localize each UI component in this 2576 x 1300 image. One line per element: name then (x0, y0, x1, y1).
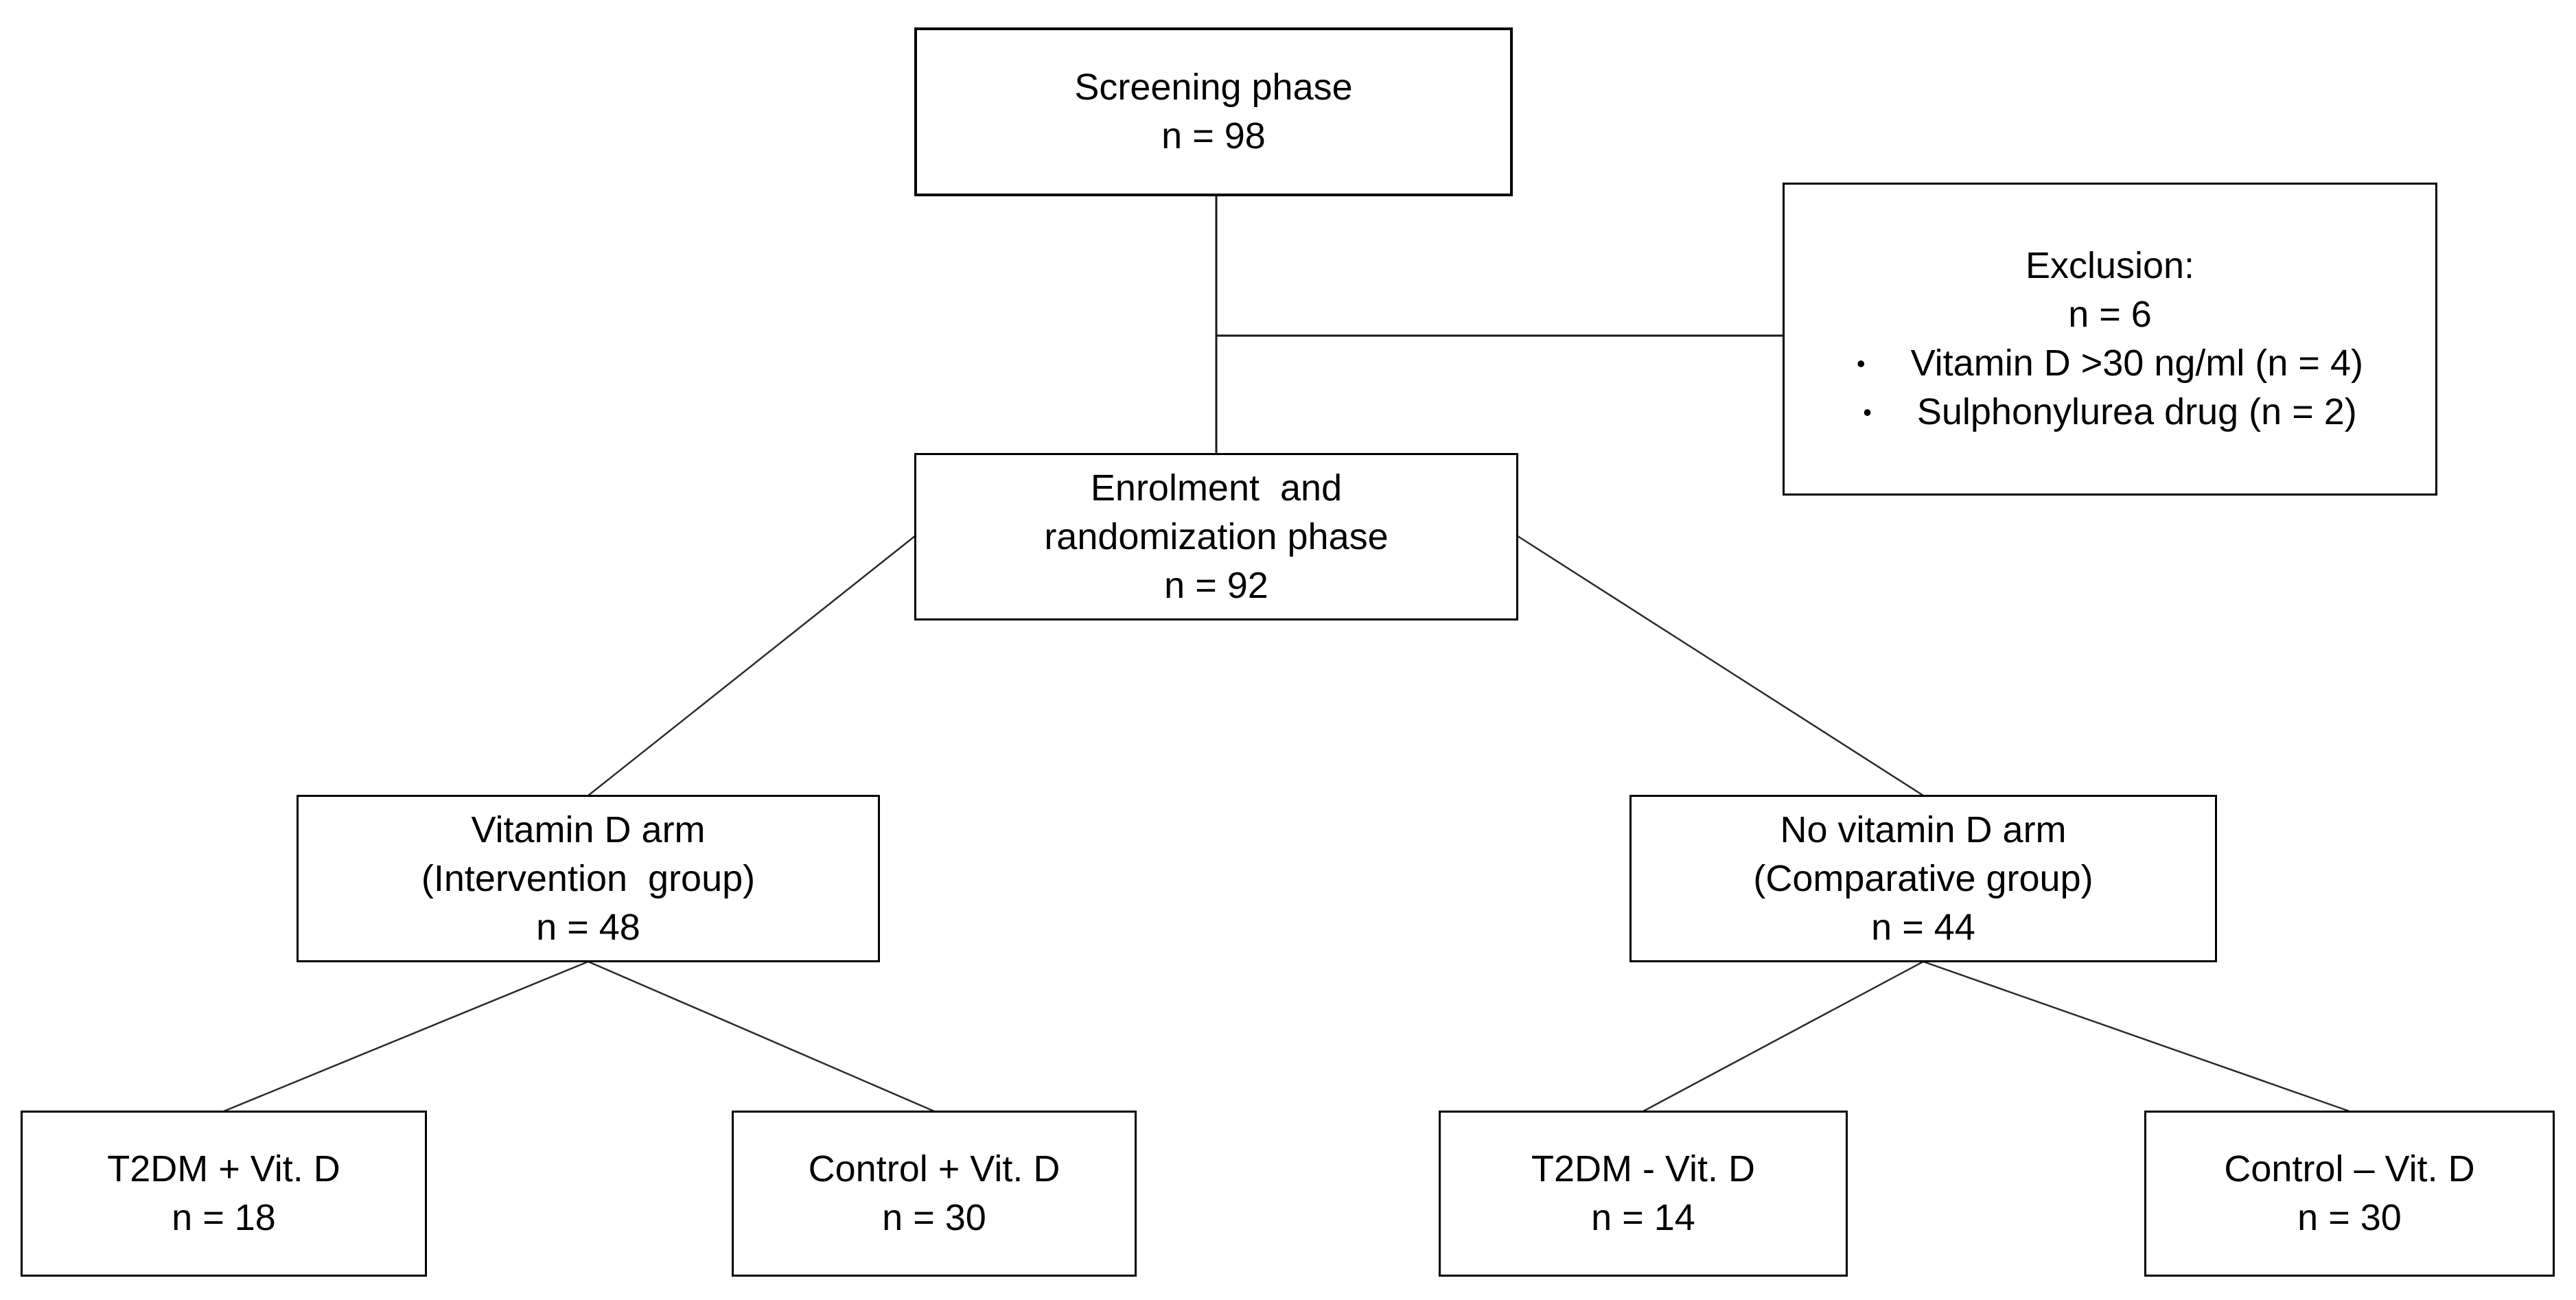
box-count: n = 44 (1871, 906, 1975, 948)
exclusion-bullet-item: • Vitamin D >30 ng/ml (n = 4) (1857, 339, 2363, 388)
bullet-icon: • (1857, 349, 1866, 378)
box-count: n = 18 (172, 1197, 276, 1238)
box-count: n = 98 (1161, 115, 1266, 156)
box-count: n = 30 (2297, 1197, 2402, 1238)
box-line: T2DM - Vit. D (1531, 1148, 1756, 1189)
exclusion-count: n = 6 (2068, 294, 2152, 335)
box-count: n = 48 (536, 906, 640, 948)
control-plus-vitd-box: Control + Vit. D n = 30 (732, 1111, 1137, 1277)
no-vitamin-d-arm-box: No vitamin D arm (Comparative group) n =… (1629, 795, 2217, 962)
box-count: n = 92 (1164, 564, 1268, 606)
box-count: n = 30 (882, 1197, 986, 1238)
box-line: Screening phase (1074, 67, 1353, 108)
connector-vitd-arm-to-t2dm-plus (223, 960, 589, 1113)
exclusion-title: Exclusion: (2025, 245, 2195, 286)
exclusion-box: Exclusion: n = 6 • Vitamin D >30 ng/ml (… (1783, 183, 2437, 496)
screening-phase-box: Screening phase n = 98 (914, 27, 1513, 196)
box-line: Vitamin D arm (471, 809, 706, 850)
box-count: n = 14 (1591, 1197, 1695, 1238)
connector-vitd-arm-to-control-plus (588, 960, 935, 1113)
box-line: randomization phase (1044, 515, 1389, 557)
box-line: (Intervention group) (421, 857, 756, 899)
connector-no-vitd-arm-to-control-minus (1923, 960, 2350, 1113)
exclusion-bullet-text: Vitamin D >30 ng/ml (n = 4) (1910, 343, 2363, 384)
exclusion-bullet-text: Sulphonylurea drug (n = 2) (1916, 391, 2357, 432)
control-minus-vitd-box: Control – Vit. D n = 30 (2144, 1111, 2555, 1277)
bullet-icon: • (1863, 398, 1872, 426)
box-line: No vitamin D arm (1780, 809, 2067, 850)
enrolment-randomization-box: Enrolment and randomization phase n = 92 (914, 453, 1518, 620)
box-line: Control – Vit. D (2224, 1148, 2475, 1189)
connector-no-vitd-arm-to-t2dm-minus (1643, 960, 1924, 1113)
box-line: (Comparative group) (1753, 857, 2093, 899)
connector-enrolment-to-vitamin-d-arm (588, 535, 916, 796)
t2dm-minus-vitd-box: T2DM - Vit. D n = 14 (1439, 1111, 1848, 1277)
box-line: T2DM + Vit. D (107, 1148, 340, 1189)
t2dm-plus-vitd-box: T2DM + Vit. D n = 18 (21, 1111, 427, 1277)
exclusion-bullet-item: • Sulphonylurea drug (n = 2) (1863, 388, 2357, 437)
connector-enrolment-to-no-vitamin-d-arm (1517, 535, 1924, 797)
vitamin-d-arm-box: Vitamin D arm (Intervention group) n = 4… (297, 795, 880, 962)
box-line: Control + Vit. D (808, 1148, 1060, 1189)
box-line: Enrolment and (1090, 467, 1343, 509)
